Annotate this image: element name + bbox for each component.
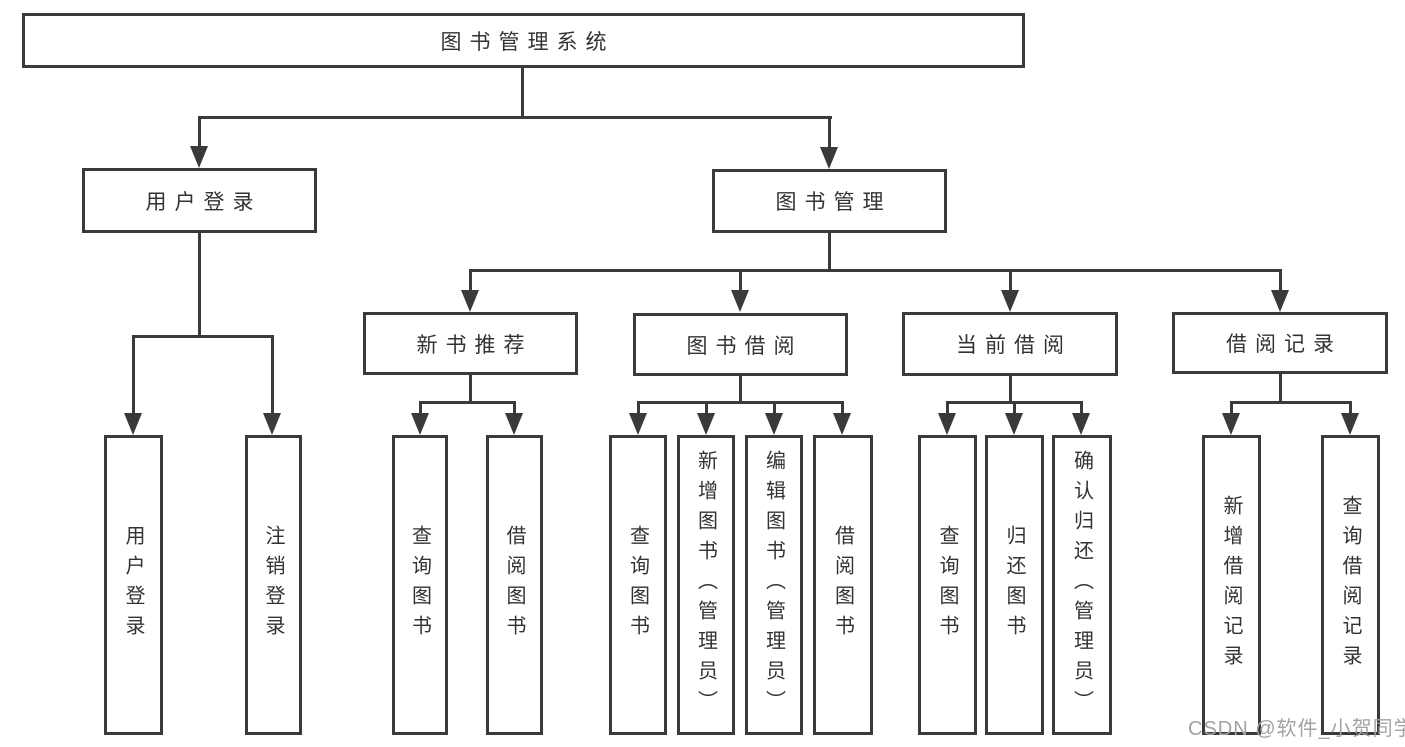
arrowhead-login-leaf	[124, 413, 142, 435]
connector-user-branch-horizontal	[132, 335, 274, 338]
connector-bb-leaf3	[773, 401, 776, 415]
leaf-query-borrow-record: 查询借阅记录	[1321, 435, 1380, 735]
node-current-borrow: 当前借阅	[902, 312, 1118, 376]
leaf-borrow-books-recommend-label: 借阅图书	[503, 525, 525, 645]
leaf-borrow-books-label: 借阅图书	[831, 525, 854, 645]
arrowhead-borrow-records	[1271, 290, 1289, 312]
connector-bb-leaf4	[841, 401, 844, 415]
leaf-borrow-books-recommend: 借阅图书	[486, 435, 543, 735]
connector-cb-leaf1	[946, 401, 949, 415]
leaf-logout-label: 注销登录	[262, 525, 284, 645]
leaf-edit-books-admin: 编辑图书（管理员）	[745, 435, 803, 735]
connector-to-new-book	[469, 269, 472, 293]
arrowhead-cb-leaf1	[938, 413, 956, 435]
leaf-return-books: 归还图书	[985, 435, 1044, 735]
arrowhead-user-login	[190, 146, 208, 168]
node-borrow-records: 借阅记录	[1172, 312, 1388, 374]
leaf-add-books-admin: 新增图书（管理员）	[677, 435, 735, 735]
connector-to-user-login	[198, 116, 201, 152]
arrowhead-br-leaf1	[1222, 413, 1240, 435]
connector-level2-horizontal	[198, 116, 832, 119]
connector-br-leaf1	[1230, 401, 1233, 415]
leaf-add-books-admin-label: 新增图书（管理员）	[694, 450, 717, 720]
leaf-confirm-return-admin: 确认归还（管理员）	[1052, 435, 1112, 735]
csdn-watermark: CSDN @软件_小贺同学	[1188, 718, 1405, 740]
connector-user-login-down	[198, 233, 201, 338]
connector-to-logout-leaf	[271, 335, 274, 417]
leaf-user-login-label: 用户登录	[122, 525, 144, 645]
leaf-borrow-books: 借阅图书	[813, 435, 873, 735]
leaf-query-books-current-label: 查询图书	[936, 525, 958, 645]
leaf-query-borrow-record-label: 查询借阅记录	[1339, 495, 1361, 675]
leaf-query-books-recommend: 查询图书	[392, 435, 448, 735]
arrowhead-br-leaf2	[1341, 413, 1359, 435]
connector-level3-horizontal	[469, 269, 1282, 272]
leaf-add-borrow-record: 新增借阅记录	[1202, 435, 1261, 735]
arrowhead-bb-leaf3	[765, 413, 783, 435]
leaf-user-login: 用户登录	[104, 435, 163, 735]
arrowhead-cb-leaf2	[1005, 413, 1023, 435]
connector-new-book-down	[469, 375, 472, 404]
node-user-login: 用户登录	[82, 168, 317, 233]
node-book-management: 图书管理	[712, 169, 947, 233]
connector-bb-leaf2	[705, 401, 708, 415]
node-borrow-records-label: 借阅记录	[1226, 333, 1342, 356]
connector-book-management-down	[828, 233, 831, 272]
arrowhead-bb-leaf2	[697, 413, 715, 435]
leaf-add-borrow-record-label: 新增借阅记录	[1220, 495, 1242, 675]
arrowhead-new-book	[461, 290, 479, 312]
connector-current-borrow-down	[1009, 376, 1012, 404]
arrowhead-bb-leaf4	[833, 413, 851, 435]
connector-book-borrow-down	[739, 376, 742, 404]
leaf-query-books-current: 查询图书	[918, 435, 977, 735]
connector-nb-leaf2	[513, 401, 516, 415]
connector-cb-leaf2	[1013, 401, 1016, 415]
arrowhead-current-borrow	[1001, 290, 1019, 312]
arrowhead-cb-leaf3	[1072, 413, 1090, 435]
node-root-label: 图书管理系统	[440, 30, 615, 54]
node-book-management-label: 图书管理	[775, 191, 892, 214]
connector-to-login-leaf	[132, 335, 135, 417]
connector-borrow-records-horizontal	[1230, 401, 1351, 404]
connector-to-current-borrow	[1009, 269, 1012, 293]
leaf-query-books-recommend-label: 查询图书	[408, 525, 431, 645]
connector-to-book-management	[828, 116, 831, 153]
arrowhead-nb-leaf2	[505, 413, 523, 435]
node-book-borrow-label: 图书借阅	[686, 334, 803, 358]
connector-bb-leaf1	[637, 401, 640, 415]
leaf-query-books-borrow: 查询图书	[609, 435, 667, 735]
connector-root-down	[521, 68, 524, 119]
node-new-book-recommend-label: 新书推荐	[416, 333, 533, 357]
arrowhead-logout-leaf	[263, 413, 281, 435]
node-book-borrow: 图书借阅	[633, 313, 848, 376]
connector-book-borrow-horizontal	[637, 401, 844, 404]
node-current-borrow-label: 当前借阅	[956, 334, 1072, 357]
connector-to-borrow-records	[1279, 269, 1282, 293]
leaf-return-books-label: 归还图书	[1003, 525, 1025, 645]
connector-cb-leaf3	[1080, 401, 1083, 415]
arrowhead-bb-leaf1	[629, 413, 647, 435]
connector-new-book-horizontal	[419, 401, 516, 404]
node-root-title: 图书管理系统	[22, 13, 1025, 68]
connector-to-book-borrow	[739, 269, 742, 293]
node-user-login-label: 用户登录	[145, 190, 262, 214]
node-new-book-recommend: 新书推荐	[363, 312, 578, 375]
arrowhead-book-borrow	[731, 290, 749, 312]
leaf-logout: 注销登录	[245, 435, 302, 735]
connector-br-leaf2	[1349, 401, 1352, 415]
connector-borrow-records-down	[1279, 374, 1282, 404]
connector-nb-leaf1	[419, 401, 422, 415]
leaf-query-books-borrow-label: 查询图书	[626, 525, 649, 645]
arrowhead-book-management	[820, 147, 838, 169]
leaf-edit-books-admin-label: 编辑图书（管理员）	[762, 450, 785, 720]
arrowhead-nb-leaf1	[411, 413, 429, 435]
leaf-confirm-return-admin-label: 确认归还（管理员）	[1070, 450, 1093, 720]
